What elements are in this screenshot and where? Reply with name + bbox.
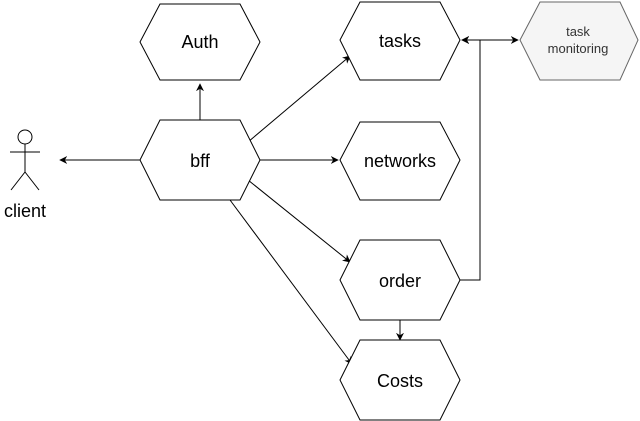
- edge-bff-tasks: [247, 55, 351, 143]
- node-auth-shape: [139, 3, 261, 81]
- node-order-shape: [339, 239, 461, 321]
- node-auth: Auth: [139, 3, 261, 81]
- node-networks-shape: [339, 121, 461, 201]
- edge-order-tasks: [460, 36, 481, 281]
- node-task-monitoring-label-line2: monitoring: [548, 41, 609, 56]
- actor-client-leg-right: [24, 171, 40, 191]
- node-tasks: tasks: [339, 1, 461, 81]
- node-networks: networks: [339, 121, 461, 201]
- edge-bff-order: [247, 179, 351, 263]
- node-costs-label: Costs: [377, 371, 423, 391]
- node-networks-label: networks: [364, 151, 436, 171]
- edges: [59, 36, 519, 365]
- node-bff-label: bff: [190, 151, 211, 171]
- node-bff: bff: [139, 119, 261, 201]
- actor-client: [10, 129, 40, 191]
- node-tasks-label: tasks: [379, 31, 421, 51]
- node-order-label: order: [379, 271, 421, 291]
- node-task-monitoring: task monitoring: [519, 1, 639, 81]
- node-costs: Costs: [339, 339, 461, 421]
- node-auth-label: Auth: [181, 32, 218, 52]
- node-task-monitoring-shape: [519, 1, 639, 81]
- node-costs-shape: [339, 339, 461, 421]
- actor-client-head: [17, 129, 33, 145]
- node-task-monitoring-label-line1: task: [566, 24, 590, 39]
- node-bff-shape: [139, 119, 261, 201]
- node-order: order: [339, 239, 461, 321]
- actor-client-label: client: [4, 201, 46, 221]
- actor-client-leg-left: [10, 171, 26, 191]
- edge-bff-costs: [229, 199, 353, 365]
- node-tasks-shape: [339, 1, 461, 81]
